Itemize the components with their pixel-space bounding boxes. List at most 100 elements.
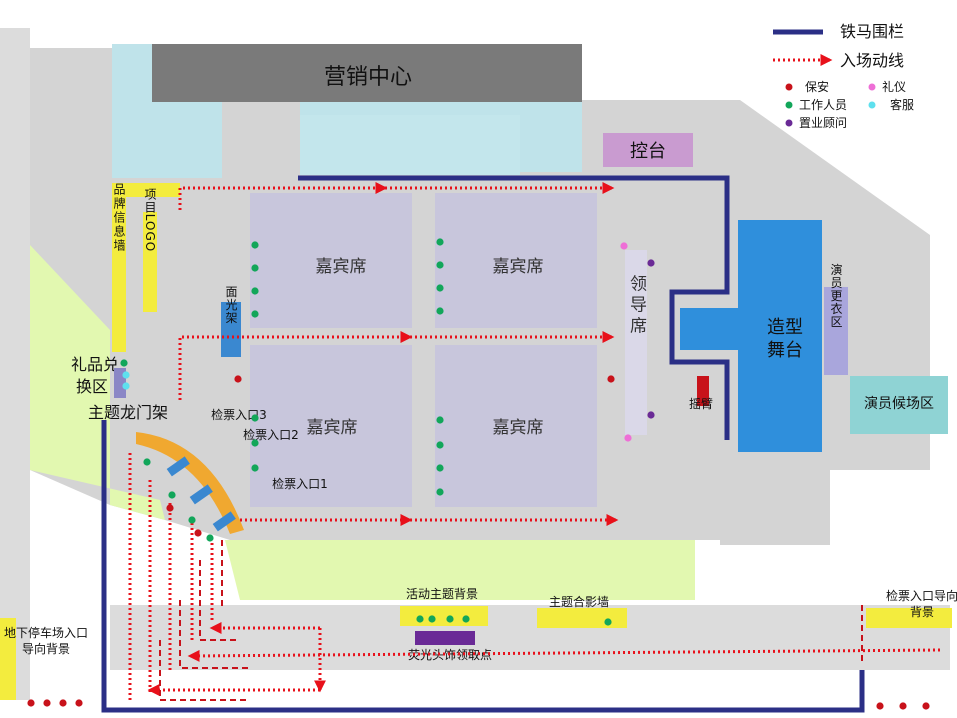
parking-guide-board xyxy=(0,618,16,700)
entry-flow-lines xyxy=(128,182,941,700)
legend: 铁马围栏 入场动线 保安 礼仪 工作人员 客服 置业顾问 xyxy=(773,22,914,130)
staff-marker xyxy=(251,464,259,472)
ticket-guide-label-2: 背景 xyxy=(910,605,934,619)
guest-seat-block-4 xyxy=(435,345,597,507)
staff-marker xyxy=(251,241,259,249)
security-marker xyxy=(166,504,174,512)
staff-marker xyxy=(436,441,444,449)
etiquette-marker xyxy=(624,434,632,442)
security-marker xyxy=(899,702,907,710)
control-desk xyxy=(603,133,693,167)
security-marker xyxy=(194,529,202,537)
staff-marker xyxy=(436,416,444,424)
parking-guide-label-2: 导向背景 xyxy=(22,641,70,656)
security-marker xyxy=(43,699,51,707)
security-marker xyxy=(876,702,884,710)
leader-seat-block xyxy=(625,250,647,435)
brand-area: 品牌信息墙 项目LOGO xyxy=(112,183,180,352)
brand-wall-bar xyxy=(112,183,180,352)
staff-marker xyxy=(120,359,128,367)
photo-wall xyxy=(537,608,627,628)
legend-staff-label: 工作人员 xyxy=(799,98,847,112)
theme-backdrop-label: 活动主题背景 xyxy=(406,587,478,601)
marketing-center-building xyxy=(152,44,582,102)
consultant-marker xyxy=(647,259,655,267)
staff-marker xyxy=(251,414,259,422)
fluorescent-point xyxy=(415,631,475,645)
staff-markers xyxy=(27,238,930,710)
stage-shape xyxy=(680,220,822,452)
theme-backdrop xyxy=(400,606,488,626)
legend-consultant-label: 置业顾问 xyxy=(799,116,847,130)
legend-service-label: 客服 xyxy=(890,97,914,112)
photo-wall-label: 主题合影墙 xyxy=(549,594,609,609)
legend-staff-dot xyxy=(785,101,793,109)
staff-marker xyxy=(251,287,259,295)
legend-flow-label: 入场动线 xyxy=(840,51,904,70)
guest-seat-label-1: 嘉宾席 xyxy=(316,257,367,277)
stage-label-line2: 舞台 xyxy=(767,340,803,361)
legend-service-dot xyxy=(868,101,876,109)
gate-dash-4 xyxy=(159,640,250,701)
legend-etiquette-dot xyxy=(868,83,876,91)
security-marker xyxy=(59,699,67,707)
legend-etiquette-label: 礼仪 xyxy=(882,79,906,94)
staff-marker xyxy=(604,618,612,626)
guest-seat-label-2: 嘉宾席 xyxy=(493,257,544,277)
flow-mid xyxy=(178,331,413,400)
legend-consultant-dot xyxy=(785,119,793,127)
dressing-room xyxy=(824,287,848,375)
guest-seat-block-2 xyxy=(435,193,597,328)
ticket-gate-1 xyxy=(212,511,236,532)
staff-marker xyxy=(416,615,424,623)
project-logo-label: 项目LOGO xyxy=(143,188,157,252)
staff-marker xyxy=(168,491,176,499)
security-marker xyxy=(922,702,930,710)
staff-marker xyxy=(188,516,196,524)
camera-crane-label: 摇臂 xyxy=(689,397,713,411)
ticket-gate-2 xyxy=(189,484,213,505)
ticket-entrance-1-label: 检票入口1 xyxy=(272,476,328,491)
arch-shape xyxy=(136,432,244,534)
staff-marker xyxy=(251,439,259,447)
etiquette-marker xyxy=(620,242,628,250)
ticket-guide-board xyxy=(866,608,952,628)
project-logo-bar xyxy=(143,212,157,312)
gate-dashes xyxy=(159,540,863,701)
staff-marker xyxy=(462,615,470,623)
flow-top xyxy=(178,182,388,210)
green-lawn-left xyxy=(30,245,165,520)
waiting-area xyxy=(850,376,948,434)
staff-marker xyxy=(436,238,444,246)
staff-marker xyxy=(436,307,444,315)
seating-areas: 嘉宾席 嘉宾席 嘉宾席 嘉宾席 领导席 面光架 xyxy=(221,193,647,507)
ticket-gate-3 xyxy=(166,456,190,477)
waiting-area-label: 演员候场区 xyxy=(864,396,934,412)
parking-guide-label-1: 地下停车场入口 xyxy=(4,625,88,640)
gate-dash-3 xyxy=(179,600,250,669)
consultant-marker xyxy=(647,411,655,419)
gift-zone-label-1: 礼品兑 xyxy=(71,355,119,374)
service-marker xyxy=(122,371,130,379)
ticket-entrance-2-label: 检票入口2 xyxy=(243,427,299,442)
gift-zone-label-2: 换区 xyxy=(76,377,108,396)
service-marker xyxy=(122,382,130,390)
left-edge-ground xyxy=(0,28,30,700)
control-desk-label: 控台 xyxy=(630,141,666,162)
fence-top xyxy=(298,175,730,440)
security-marker xyxy=(27,699,35,707)
legend-security-dot xyxy=(785,83,793,91)
stage-label-line1: 造型 xyxy=(767,317,803,338)
staff-marker xyxy=(436,261,444,269)
staff-marker xyxy=(446,615,454,623)
staff-marker xyxy=(143,458,151,466)
staff-marker xyxy=(436,488,444,496)
arch-label: 主题龙门架 xyxy=(88,403,168,422)
staff-marker xyxy=(206,534,214,542)
fence-bottom-loop xyxy=(101,420,865,713)
staff-marker xyxy=(251,310,259,318)
security-marker xyxy=(607,375,615,383)
legend-fence-label: 铁马围栏 xyxy=(840,22,904,41)
lower-road xyxy=(110,605,950,670)
green-lawn-bottom xyxy=(225,540,695,600)
